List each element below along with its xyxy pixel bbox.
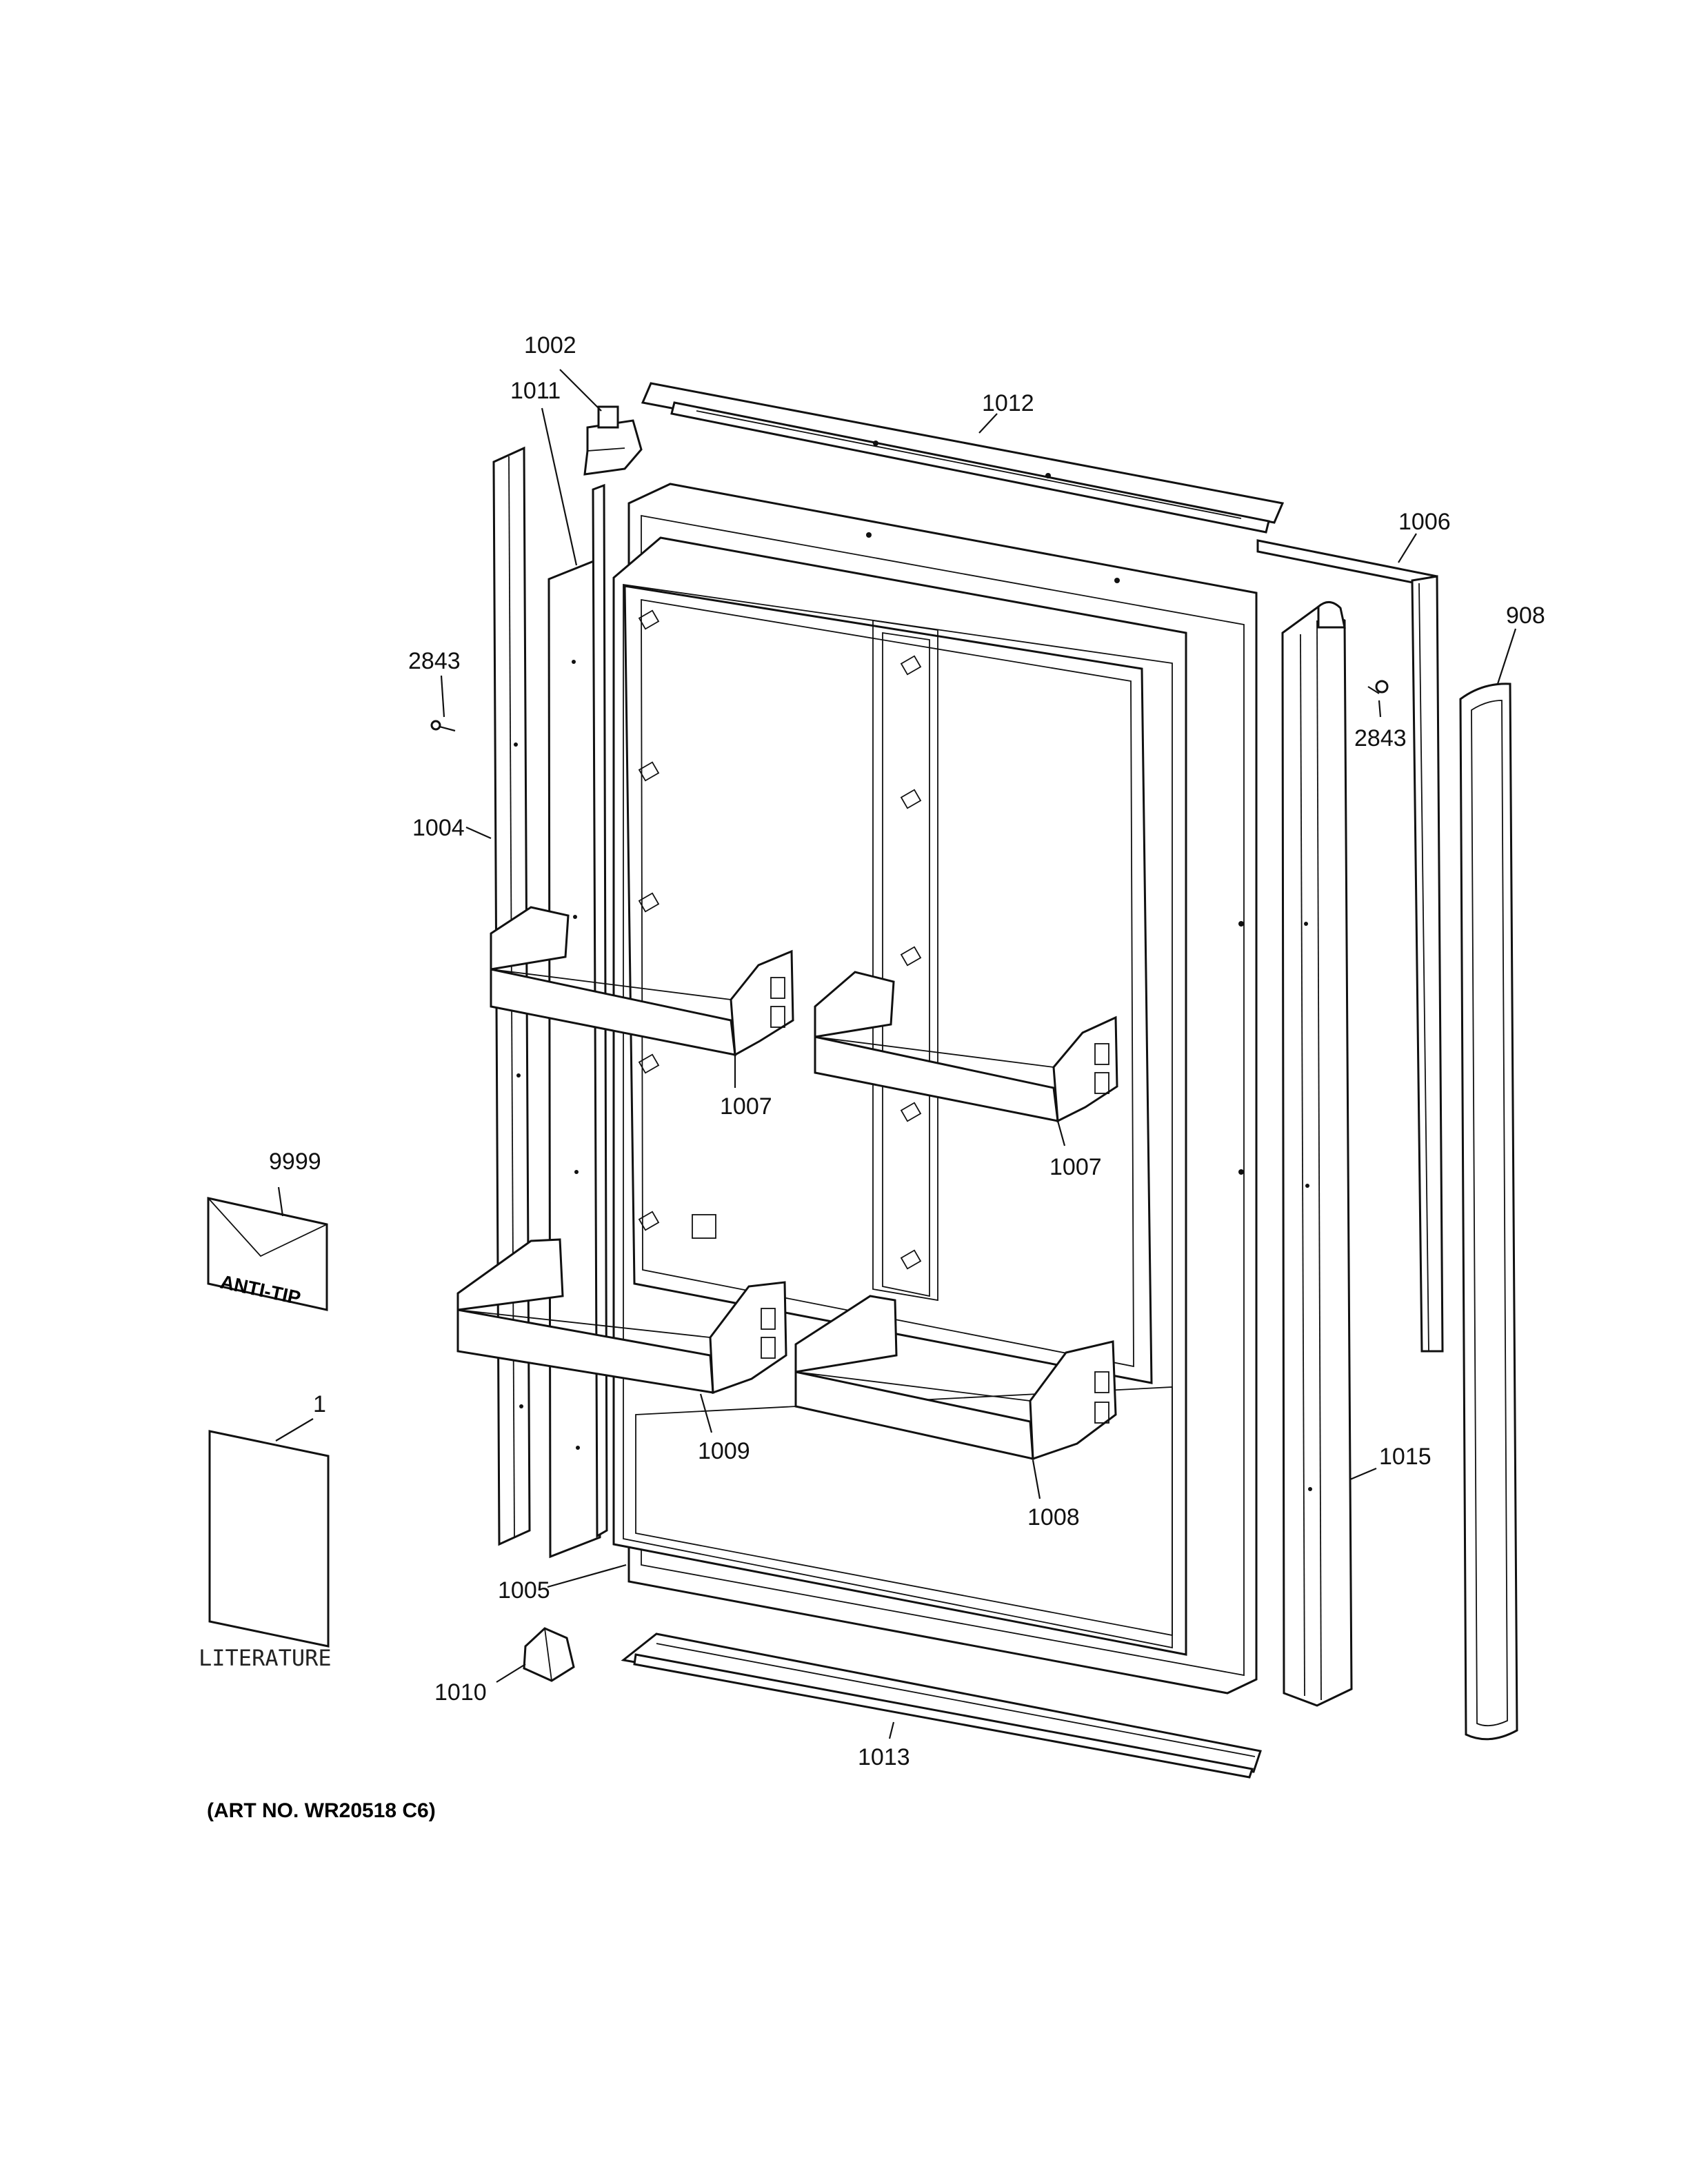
part-908-gasket — [1459, 682, 1518, 1741]
part-2843-screw-right — [1367, 680, 1389, 694]
art-number: (ART NO. WR20518 C6) — [207, 1799, 436, 1822]
part-1002-top-hinge — [583, 405, 643, 476]
label-1013: 1013 — [858, 1744, 910, 1770]
part-1007-shelf-left — [490, 906, 794, 1057]
label-908: 908 — [1506, 603, 1545, 629]
label-9999: 9999 — [269, 1149, 321, 1175]
label-1004: 1004 — [412, 815, 465, 841]
part-1-literature: LITERATURE — [199, 1430, 332, 1671]
part-1012-top-rail — [641, 382, 1285, 534]
part-1008-bin — [794, 1295, 1117, 1461]
label-1009: 1009 — [698, 1438, 750, 1464]
label-1: 1 — [313, 1391, 326, 1417]
label-1002: 1002 — [524, 332, 576, 358]
part-1015-right-rail — [1281, 601, 1353, 1707]
label-1011: 1011 — [510, 378, 561, 404]
label-2843-right: 2843 — [1354, 725, 1407, 751]
label-1008: 1008 — [1027, 1504, 1080, 1530]
literature-text: LITERATURE — [199, 1645, 332, 1671]
part-1010-bottom-hinge — [523, 1627, 575, 1682]
label-1007-right: 1007 — [1049, 1154, 1102, 1180]
label-2843-left: 2843 — [408, 648, 461, 674]
part-1013-bottom-rail — [621, 1632, 1262, 1779]
leader-lines — [275, 369, 1517, 1739]
label-1015: 1015 — [1379, 1444, 1431, 1470]
part-1006-strip — [1256, 539, 1444, 1353]
label-1006: 1006 — [1398, 509, 1451, 535]
label-1005: 1005 — [498, 1577, 550, 1604]
part-9999-anti-tip-envelope: ANTI-TIP — [207, 1197, 328, 1311]
label-1012: 1012 — [982, 390, 1034, 416]
label-1010: 1010 — [434, 1679, 487, 1706]
label-1007-left: 1007 — [720, 1093, 772, 1120]
part-2843-screw-left — [430, 720, 456, 732]
callout-labels: 1002 1011 1012 1006 908 2843 2843 1004 1… — [269, 332, 1545, 1770]
part-1011-inner-rail — [547, 483, 608, 1559]
part-1009-bin — [456, 1238, 787, 1395]
